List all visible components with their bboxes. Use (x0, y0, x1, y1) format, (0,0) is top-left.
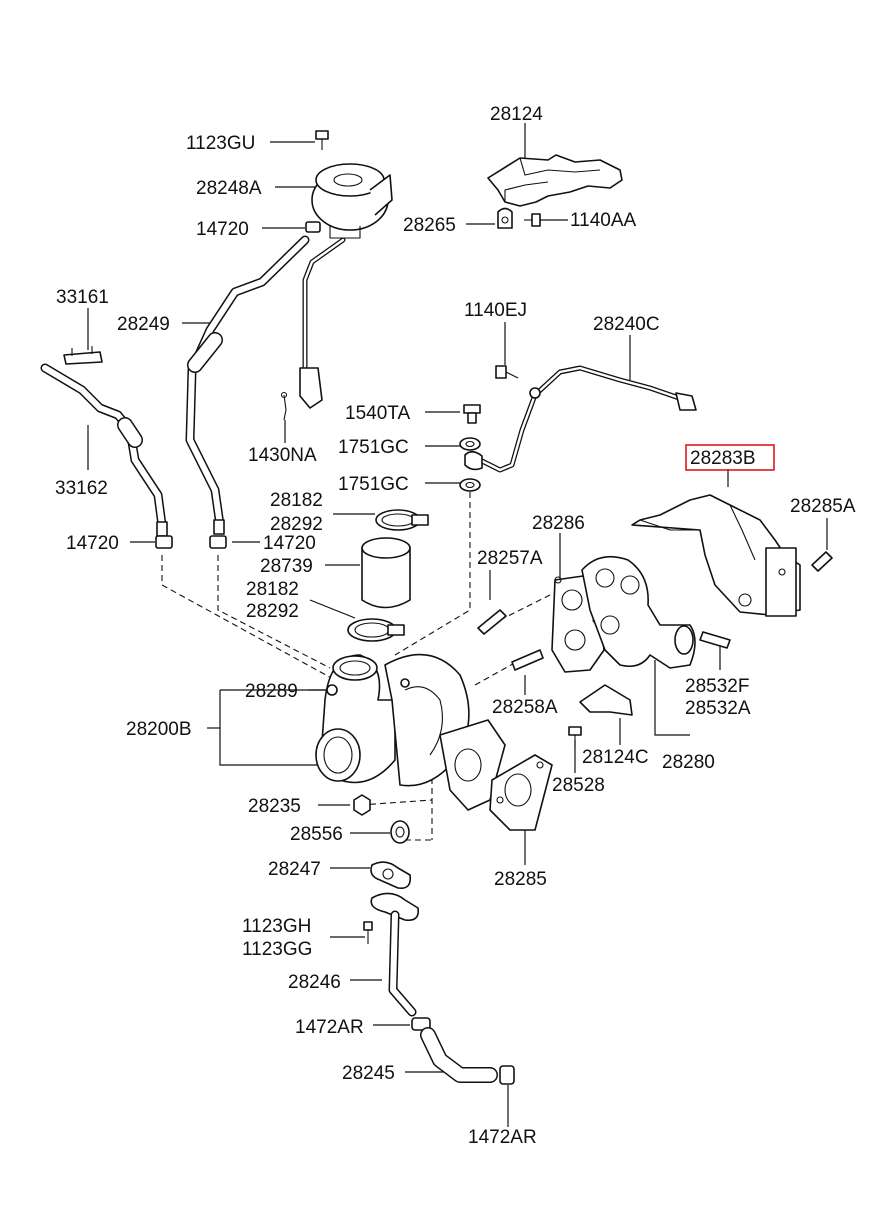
stud-28258A (511, 649, 544, 671)
hose-28249 (185, 235, 310, 535)
label-33162[interactable]: 33162 (55, 478, 108, 499)
label-28248A[interactable]: 28248A (196, 178, 262, 199)
gasket-28247 (370, 861, 412, 890)
label-1123GH[interactable]: 1123GH (242, 916, 311, 937)
clip-28265 (497, 207, 513, 229)
label-28289[interactable]: 28289 (245, 681, 298, 702)
label-28739[interactable]: 28739 (260, 556, 313, 577)
hose-clamp-lower (347, 618, 405, 642)
label-1751GC-a[interactable]: 1751GC (338, 437, 409, 458)
exhaust-manifold-28280 (581, 555, 696, 669)
heat-shield-28124 (487, 154, 623, 207)
heat-protector-28283B (631, 494, 801, 617)
washer-28556 (390, 820, 410, 844)
clamp-14720-top (305, 221, 321, 233)
label-28286[interactable]: 28286 (532, 513, 585, 534)
turbocharger-28200B (315, 653, 506, 811)
label-28124C[interactable]: 28124C (582, 747, 649, 768)
clamp-14720-mid (209, 535, 227, 549)
label-1751GC-b[interactable]: 1751GC (338, 474, 409, 495)
bolt-28528 (568, 726, 582, 748)
hose-sleeve-28739 (361, 537, 411, 609)
bolt-1540TA (463, 404, 481, 424)
label-28556[interactable]: 28556 (290, 824, 343, 845)
bolt-1123GH (363, 921, 373, 944)
label-28532A[interactable]: 28532A (685, 698, 751, 719)
label-28280[interactable]: 28280 (662, 752, 715, 773)
label-1123GG[interactable]: 1123GG (242, 939, 312, 960)
label-14720-left[interactable]: 14720 (66, 533, 119, 554)
bolt-1140AA (524, 213, 541, 227)
label-28246[interactable]: 28246 (288, 972, 341, 993)
label-28285A[interactable]: 28285A (790, 496, 856, 517)
oil-drain-pipe-28246 (370, 892, 420, 1017)
label-28247[interactable]: 28247 (268, 859, 321, 880)
hose-clamp-upper (375, 509, 429, 531)
clamp-1472AR-lower (499, 1065, 515, 1085)
label-28124[interactable]: 28124 (490, 104, 543, 125)
actuator-rod (299, 237, 346, 409)
label-28257A[interactable]: 28257A (477, 548, 543, 569)
oil-pipe-28240C (464, 365, 697, 473)
label-28528[interactable]: 28528 (552, 775, 605, 796)
label-1140AA[interactable]: 1140AA (570, 210, 637, 231)
label-28265[interactable]: 28265 (403, 215, 456, 236)
leader-lines (87, 123, 828, 1127)
label-28532F[interactable]: 28532F (685, 676, 749, 697)
clamp-14720-left (155, 535, 173, 549)
clamp-1472AR-upper (411, 1017, 431, 1031)
stud-28532 (699, 631, 731, 649)
label-1430NA[interactable]: 1430NA (248, 445, 317, 466)
washer-1751GC-a (459, 437, 481, 451)
label-14720-top[interactable]: 14720 (196, 219, 249, 240)
label-1540TA[interactable]: 1540TA (345, 403, 410, 424)
label-28285[interactable]: 28285 (494, 869, 547, 890)
shield-28124C (579, 684, 633, 716)
highlight-box-28283B (685, 444, 775, 471)
label-1472AR-b[interactable]: 1472AR (468, 1127, 537, 1148)
label-1123GU[interactable]: 1123GU (186, 133, 255, 154)
hose-33162 (40, 363, 168, 537)
label-28292-a[interactable]: 28292 (270, 514, 323, 535)
gasket-28285 (489, 754, 553, 831)
bolt-1123GU (315, 130, 329, 150)
label-28249[interactable]: 28249 (117, 314, 170, 335)
part-labels: 28124 1123GU 28248A 14720 28265 1140AA 3… (55, 104, 856, 1148)
label-14720-mid[interactable]: 14720 (263, 533, 316, 554)
label-28245[interactable]: 28245 (342, 1063, 395, 1084)
label-28235[interactable]: 28235 (248, 796, 301, 817)
label-28283B[interactable]: 28283B (690, 448, 756, 469)
label-28182-b[interactable]: 28182 (246, 579, 299, 600)
washer-1751GC-b (459, 478, 481, 492)
label-28200B[interactable]: 28200B (126, 719, 192, 740)
bolt-1140EJ (495, 365, 519, 379)
label-28240C[interactable]: 28240C (593, 314, 660, 335)
label-28292-b[interactable]: 28292 (246, 601, 299, 622)
actuator-28248A (311, 163, 393, 239)
label-1140EJ[interactable]: 1140EJ (464, 300, 527, 321)
nut-28235 (353, 794, 371, 816)
bracket-33161 (63, 346, 103, 365)
assembly-dashed-lines (161, 492, 561, 841)
stud-28257A (477, 609, 507, 635)
label-28182-a[interactable]: 28182 (270, 490, 323, 511)
pin-1430NA (280, 391, 288, 421)
bolt-28285A (811, 551, 833, 572)
label-28258A[interactable]: 28258A (492, 697, 558, 718)
hose-28245 (420, 1027, 498, 1083)
label-1472AR-a[interactable]: 1472AR (295, 1017, 364, 1038)
label-33161[interactable]: 33161 (56, 287, 109, 308)
